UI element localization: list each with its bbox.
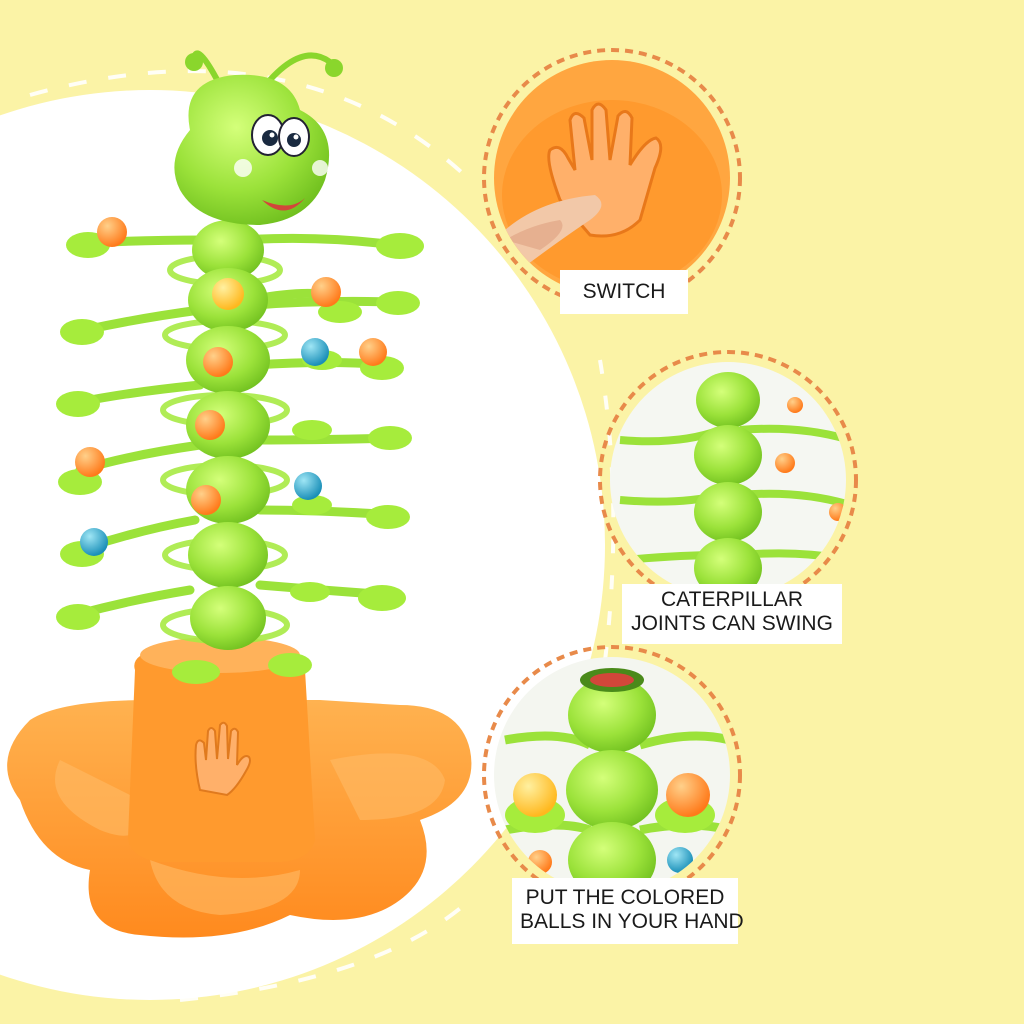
caterpillar-label-line2: JOINTS CAN SWING xyxy=(631,612,833,635)
dashed-arc-decoration xyxy=(179,898,472,1002)
caterpillar-joints-label: CATERPILLAR JOINTS CAN SWING xyxy=(622,584,842,644)
caterpillar-label-line1: CATERPILLAR xyxy=(661,588,803,611)
callout-switch-photo xyxy=(482,48,742,308)
colored-balls xyxy=(75,217,387,556)
switch-label: SWITCH xyxy=(560,270,688,314)
balls-label-line2: BALLS IN YOUR HAND xyxy=(520,910,744,933)
hand-switch xyxy=(194,721,251,797)
caterpillar-body xyxy=(186,220,270,650)
switch-label-text: SWITCH xyxy=(582,280,666,303)
caterpillar-toy xyxy=(7,50,472,938)
caterpillar-head xyxy=(174,50,343,225)
colored-balls-label: PUT THE COLORED BALLS IN YOUR HAND xyxy=(512,878,744,944)
caterpillar-hands xyxy=(56,232,424,684)
balls-label-line1: PUT THE COLORED xyxy=(525,886,725,909)
callout-joints-photo xyxy=(598,350,858,610)
